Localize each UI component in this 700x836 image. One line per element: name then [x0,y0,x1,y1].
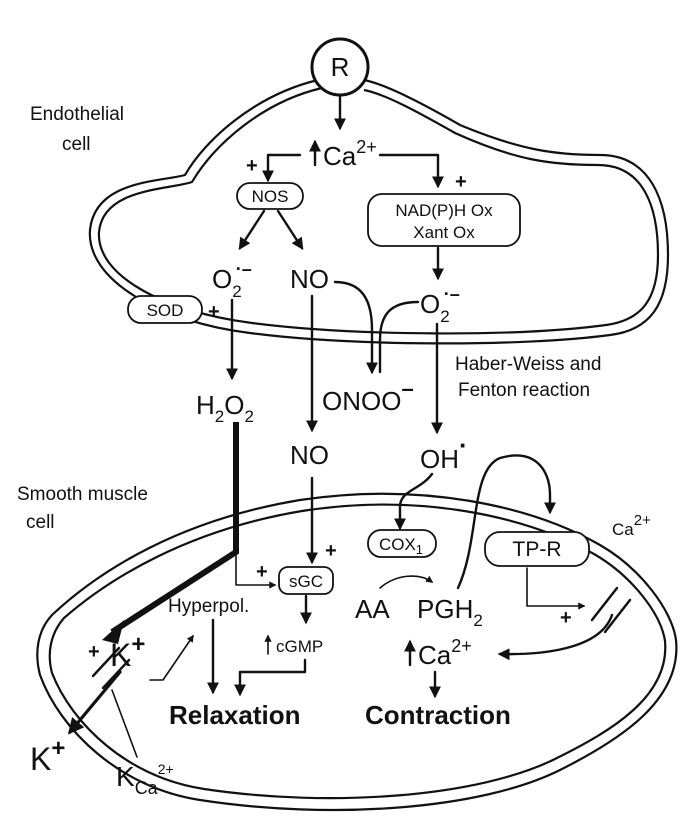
ca-endo-label: Ca2+ [323,137,377,171]
k-channel-bar-2 [101,658,131,690]
tpr-to-ca-channel-arrow [526,567,586,610]
sod-box [127,295,203,324]
peroxynitrite-label: ONOO– [322,376,414,416]
sgc-box [278,566,334,595]
ca-smc-label: Ca2+ [418,636,472,670]
endothelial-cell-label-1: Endothelial [30,104,124,125]
arachidonic-acid-label: AA [355,594,390,624]
kca-leader-line [111,689,138,758]
ca-channel-bar-1 [590,586,619,622]
smooth-muscle-label-2: cell [26,512,55,533]
no-top-label: NO [290,264,329,294]
sod-plus-sign: + [208,301,220,323]
nadph-plus-sign: + [455,171,467,193]
nos-plus-sign: + [246,155,258,177]
cgmp-to-relaxation-arrow [234,658,307,697]
receptor-label: R [331,52,350,82]
ca-channel-bar-2 [603,598,632,634]
k-efflux-arrow [67,670,122,735]
ca-extracellular-label: Ca2+ [612,512,651,539]
nos-label: NOS [252,187,289,206]
h2o2-to-k-arrowhead [102,620,124,644]
pgh-to-tpr-arrow [456,454,556,590]
pgh2-label: PGH2 [417,594,483,630]
tp-receptor-box [484,531,590,567]
smooth-muscle-cell-inner [48,503,667,800]
relaxation-label: Relaxation [169,700,301,730]
sgc-label: sGC [289,572,323,591]
kca-channel-label: KCa2+ [116,761,174,798]
ca-channel-plus-sign: + [560,607,572,629]
haber-weiss-label-1: Haber-Weiss and [455,354,601,375]
haber-weiss-label-2: Fenton reaction [458,380,590,401]
o2-to-onoo-arrow [378,300,420,374]
sgc-h2o2-plus-sign: + [256,561,268,583]
smooth-muscle-label-1: Smooth muscle [17,484,148,505]
no-mid-label: NO [290,440,329,470]
oh-to-cox-arrow [394,472,434,531]
nos-to-no-arrow [276,209,304,251]
nadph-ox-box [367,193,521,247]
smooth-muscle-cell-outer [36,492,678,812]
ca-influx-arrow [497,613,614,661]
sod-label: SOD [147,301,184,320]
cox-box [367,529,437,558]
h2o2-to-sgc-arrow [235,551,277,589]
sgc-no-plus-sign: + [325,540,337,562]
endothelial-cell-inner [97,86,660,335]
k-extracellular-label: K+ [30,735,65,777]
superoxide-right-label: O2·– [420,284,460,326]
k-to-hyperpol-arrow [149,634,194,681]
endothelial-cell-label-2: cell [62,134,91,155]
nadph-ox-label-1: NAD(P)H Ox [395,201,493,220]
nos-box [236,182,304,210]
superoxide-left-label: O2·– [212,259,252,301]
nos-to-o2-arrow [238,209,266,251]
contraction-label: Contraction [365,700,511,730]
k-intracellular-plus-sign: + [88,641,100,663]
aa-to-pgh-arrow [379,575,434,589]
no-to-onoo-arrow [333,280,378,375]
endothelial-cell-outer [88,78,670,345]
h2o2-label: H2O2 [196,390,254,426]
ca-to-nos-arrow [262,153,302,183]
ca-to-nadph-arrow [378,153,444,189]
hydroxyl-label: OH· [420,430,468,474]
tp-receptor-label: TP-R [513,538,562,561]
nadph-ox-label-2: Xant Ox [413,223,475,242]
cgmp-label: cGMP [276,637,323,656]
cox-label: COX1 [379,535,423,557]
hyperpolarization-label: Hyperpol. [168,596,249,617]
k-channel-bar-1 [91,646,121,678]
